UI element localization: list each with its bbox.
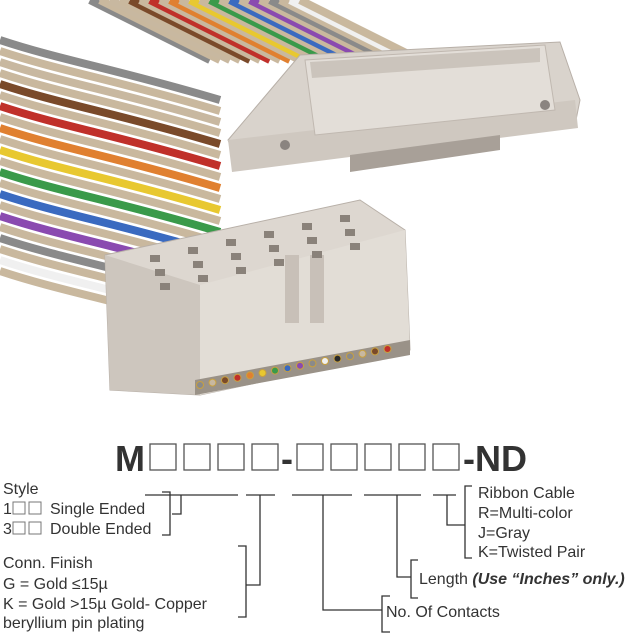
cable-wire — [0, 69, 222, 137]
part-separator: - — [281, 438, 293, 479]
pin — [208, 378, 217, 387]
pin — [283, 364, 292, 373]
cable-wire — [88, 0, 212, 64]
contact-hole — [340, 215, 350, 222]
cable-wire — [108, 0, 232, 64]
contact-hole — [236, 267, 246, 274]
finish-k-note: beryllium pin plating — [3, 615, 144, 632]
cable-wire — [168, 0, 292, 64]
cable-wire — [0, 146, 222, 214]
contact-hole — [350, 243, 360, 250]
contact-hole — [312, 251, 322, 258]
contact-hole — [226, 239, 236, 246]
cable-wire — [0, 58, 222, 126]
cable-wire — [178, 0, 302, 64]
finish-k: K = Gold >15µ Gold- Copper — [3, 596, 208, 613]
length-label: Length (Use “Inches” only.) — [419, 571, 625, 588]
part-prefix: M — [115, 438, 145, 479]
leader-lines — [145, 485, 472, 633]
finish-title: Conn. Finish — [3, 555, 93, 572]
contact-hole — [264, 231, 274, 238]
cable-twisted-pair: K=Twisted Pair — [478, 544, 586, 561]
style-boxes — [12, 501, 42, 535]
part-suffix: -ND — [463, 438, 527, 479]
cable-wire — [0, 102, 222, 170]
cable-wire — [0, 157, 222, 225]
style-code-1: 1 — [3, 501, 12, 518]
pin — [383, 345, 392, 353]
cable-wire — [0, 91, 222, 159]
pin — [233, 373, 242, 382]
contact-hole — [345, 229, 355, 236]
contact-hole — [188, 247, 198, 254]
cable-wire — [138, 0, 262, 64]
cable-wire — [208, 0, 332, 64]
cable-wire — [98, 0, 222, 64]
pin — [358, 349, 367, 358]
pin — [321, 357, 329, 365]
contact-hole — [155, 269, 165, 276]
pin — [346, 352, 354, 361]
code-boxes — [149, 443, 460, 471]
contact-hole — [193, 261, 203, 268]
cable-wire — [0, 135, 222, 203]
contact-hole — [307, 237, 317, 244]
cable-wire — [158, 0, 282, 64]
pin — [296, 361, 304, 370]
cable-wire — [188, 0, 312, 64]
contact-hole — [160, 283, 170, 290]
contact-hole — [198, 275, 208, 282]
pin — [371, 347, 379, 356]
rear-connector — [227, 41, 581, 172]
cable-multicolor: R=Multi-color — [478, 505, 573, 522]
cable-wire — [0, 36, 222, 104]
pin — [246, 371, 254, 380]
style-double-ended: Double Ended — [50, 521, 151, 538]
pin — [258, 369, 267, 377]
cable-wire — [118, 0, 242, 64]
contact-hole — [302, 223, 312, 230]
cable-wire — [148, 0, 272, 64]
pin — [308, 359, 317, 368]
cable-wire — [0, 168, 222, 236]
cable-wire — [0, 80, 222, 148]
style-title: Style — [3, 481, 39, 498]
contact-hole — [274, 259, 284, 266]
cable-title: Ribbon Cable — [478, 485, 575, 502]
front-connector — [104, 199, 411, 396]
contact-hole — [269, 245, 279, 252]
contacts-label: No. Of Contacts — [386, 604, 500, 621]
contact-hole — [231, 253, 241, 260]
pin — [221, 376, 229, 385]
contact-hole — [150, 255, 160, 262]
finish-g: G = Gold ≤15µ — [3, 576, 108, 593]
style-single-ended: Single Ended — [50, 501, 145, 518]
cable-wire — [0, 113, 222, 181]
cable-wire — [0, 124, 222, 192]
style-code-3: 3 — [3, 521, 12, 538]
cable-gray: J=Gray — [478, 525, 530, 542]
cable-wire — [198, 0, 322, 64]
pin — [333, 354, 342, 363]
cable-wire — [128, 0, 252, 64]
pin — [271, 366, 279, 375]
pin — [196, 381, 204, 389]
cable-wire — [0, 179, 222, 247]
cable-wire — [0, 47, 222, 115]
